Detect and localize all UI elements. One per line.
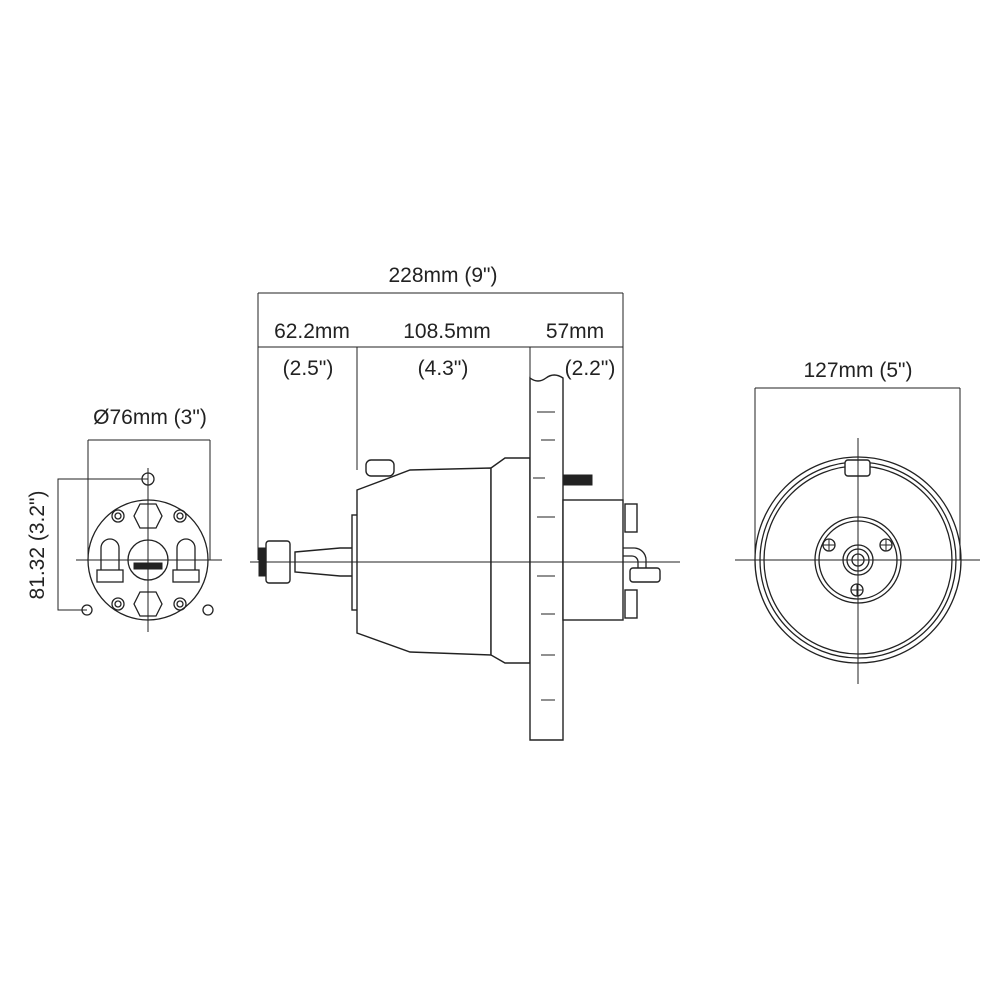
rear-diameter-label: 127mm (5") [804, 359, 913, 382]
front-fittings [100, 538, 196, 570]
rear-manifold [562, 499, 624, 621]
segment-1-mm: 62.2mm [274, 320, 350, 343]
front-diameter-label: Ø76mm (3") [93, 406, 207, 429]
front-top-port [133, 503, 163, 529]
housing-flange [490, 457, 531, 664]
elbow-fitting [623, 547, 647, 568]
front-bolt-icons [111, 509, 187, 611]
extension-lines [257, 293, 624, 560]
elbow-nut [629, 567, 661, 583]
front-right-nut [172, 569, 200, 583]
panel-hatch-marks [533, 411, 555, 701]
rear-screw-icons [822, 538, 893, 597]
side-view: 228mm (9") 62.2mm (2.5") 108.5mm (4.3") … [250, 264, 680, 741]
segment-2-mm: 108.5mm [403, 320, 491, 343]
front-centerlines [76, 468, 222, 632]
front-bottom-port [133, 591, 163, 617]
segment-1-inch: (2.5") [283, 357, 334, 380]
length-dimension-lines [258, 292, 623, 348]
rear-upper-nut [624, 503, 638, 533]
rear-lower-nut [624, 589, 638, 619]
front-height-dimension-line [57, 478, 148, 611]
rear-view: 127mm (5") [735, 359, 980, 684]
dashboard-panel [529, 374, 564, 741]
front-height-label: 81.32 (3.2") [26, 490, 49, 599]
front-diameter-dimension-line [87, 439, 211, 560]
rear-diameter-dimension-line [754, 387, 961, 560]
rear-centerlines [735, 438, 980, 684]
segment-2-inch: (4.3") [418, 357, 469, 380]
front-left-nut [96, 569, 124, 583]
overall-length-label: 228mm (9") [389, 264, 498, 287]
segment-3-inch: (2.2") [565, 357, 616, 380]
segment-3-mm: 57mm [546, 320, 604, 343]
upper-stud [562, 474, 593, 486]
front-mount-hole-right [202, 604, 214, 616]
front-mount-hole-left [81, 604, 93, 616]
filler-cap [365, 459, 395, 477]
front-view: Ø76mm (3") 81.32 (3.2") [26, 406, 222, 632]
